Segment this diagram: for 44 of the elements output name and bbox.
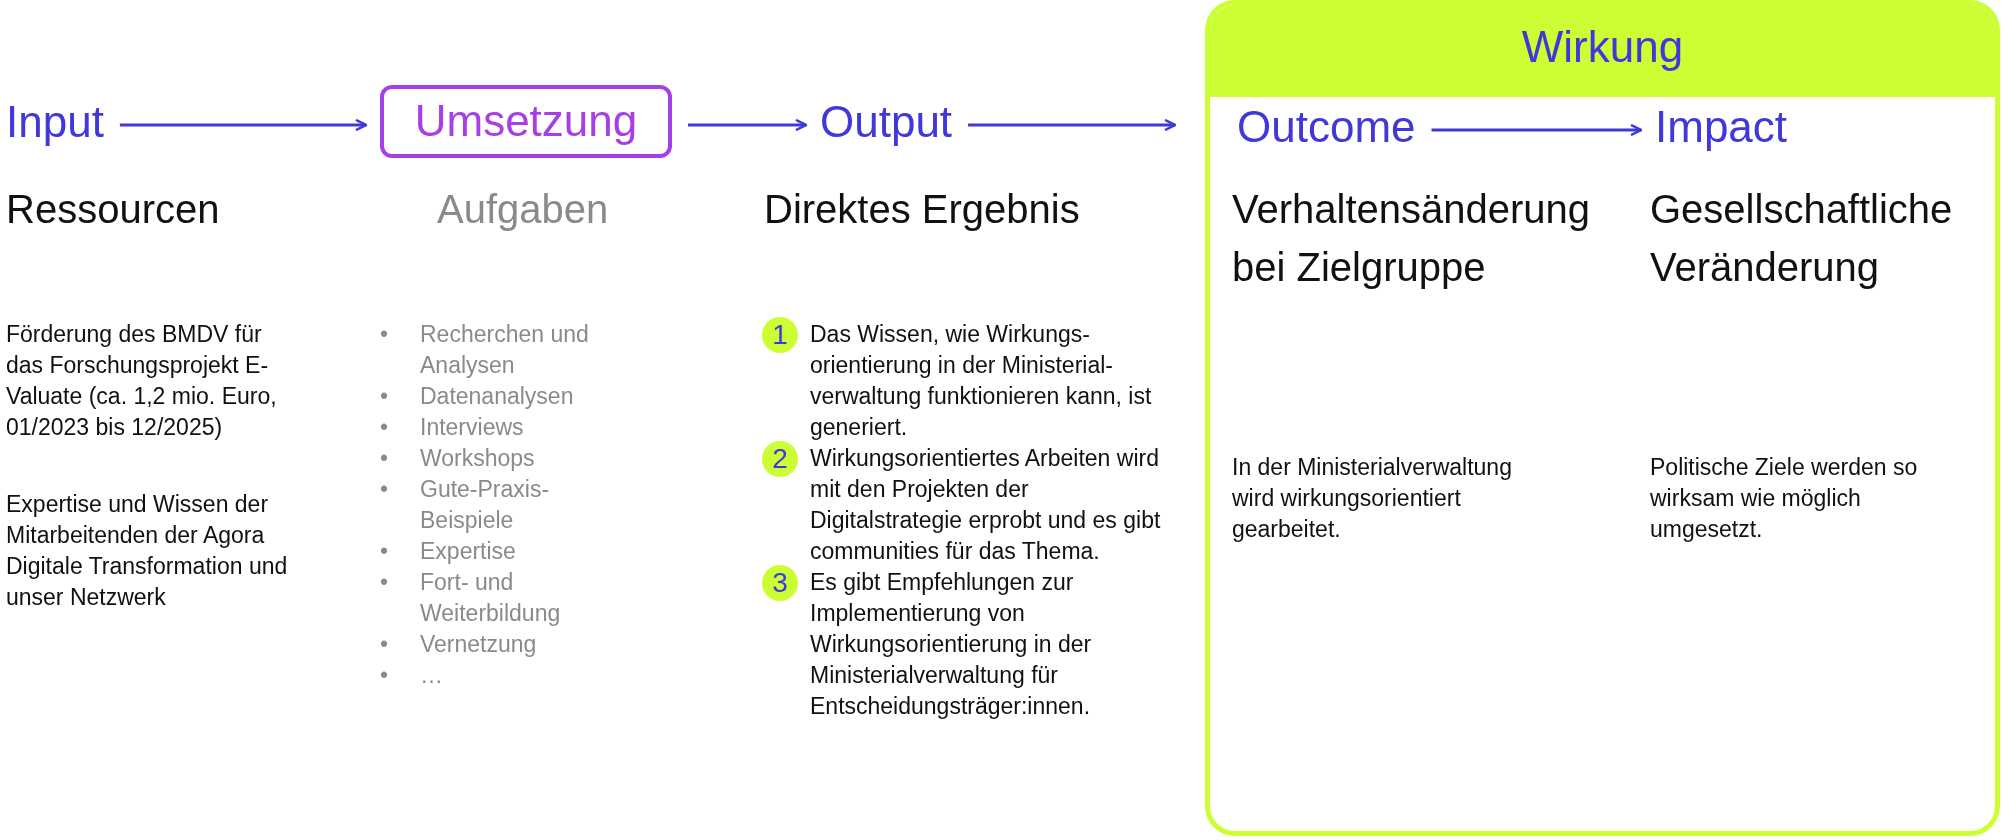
column-heading: Direktes Ergebnis	[764, 186, 1081, 233]
description-text: Das Wissen, wie Wirkungs- orientierung in der Ministerial- verwaltung funktionieren kann, ist generiert.	[810, 320, 1153, 442]
list-item: Datenanalysen	[420, 382, 575, 411]
group-frame	[1205, 0, 2000, 836]
column-heading: Aufgaben	[437, 186, 610, 233]
bullet: •	[380, 568, 390, 597]
bullet: •	[380, 320, 390, 349]
list-item: Interviews	[420, 413, 525, 442]
stage-label: Outcome	[1237, 101, 1416, 153]
column-heading: Verhaltensänderung bei Zielgruppe	[1232, 186, 1592, 291]
list-item: Recherchen und Analysen	[420, 320, 590, 380]
step-number: 3	[762, 565, 798, 601]
list-item: Workshops	[420, 444, 536, 473]
description-text: Wirkungsorientiertes Arbeiten wird mit den Projekten der Digitalstrategie erprobt und es gibt communities für das Thema.	[810, 444, 1162, 566]
arrow	[1431, 123, 1643, 137]
bullet: •	[380, 475, 390, 504]
bullet: •	[380, 413, 390, 442]
description-text: Expertise und Wissen der Mitarbeitenden der Agora Digitale Transformation und unser Netzwerk	[6, 490, 289, 612]
column-heading: Gesellschaftliche Veränderung	[1650, 186, 1954, 291]
description-text: Es gibt Empfehlungen zur Implementierung von Wirkungsorientierung in der Ministerialverwaltung für Entscheidungsträger:innen.	[810, 568, 1093, 721]
list-item: Vernetzung	[420, 630, 538, 659]
list-item: …	[420, 661, 444, 690]
bullet: •	[380, 661, 390, 690]
list-item: Expertise	[420, 537, 517, 566]
stage-label: Impact	[1655, 101, 1788, 153]
step-number: 1	[762, 317, 798, 353]
arrow	[119, 118, 368, 132]
arrow	[688, 118, 808, 132]
list-item: Gute-Praxis-Beispiele	[420, 475, 551, 535]
description-text: Politische Ziele werden so wirksam wie möglich umgesetzt.	[1650, 453, 1919, 544]
description-text: Förderung des BMDV für das Forschungsprojekt E-Valuate (ca. 1,2 mio. Euro, 01/2023 bis 12/2025)	[6, 320, 278, 442]
stage-label: Output	[820, 96, 953, 148]
bullet: •	[380, 444, 390, 473]
arrow	[968, 118, 1177, 132]
process-box: Umsetzung	[380, 85, 672, 158]
bullet: •	[380, 537, 390, 566]
stage-label: Input	[6, 96, 104, 148]
group-title: Wirkung	[1210, 5, 1995, 97]
bullet: •	[380, 630, 390, 659]
step-number: 2	[762, 441, 798, 477]
list-item: Fort- und Weiterbildung	[420, 568, 562, 628]
description-text: In der Ministerialverwaltung wird wirkungsorientiert gearbeitet.	[1232, 453, 1513, 544]
bullet: •	[380, 382, 390, 411]
column-heading: Ressourcen	[6, 186, 221, 233]
